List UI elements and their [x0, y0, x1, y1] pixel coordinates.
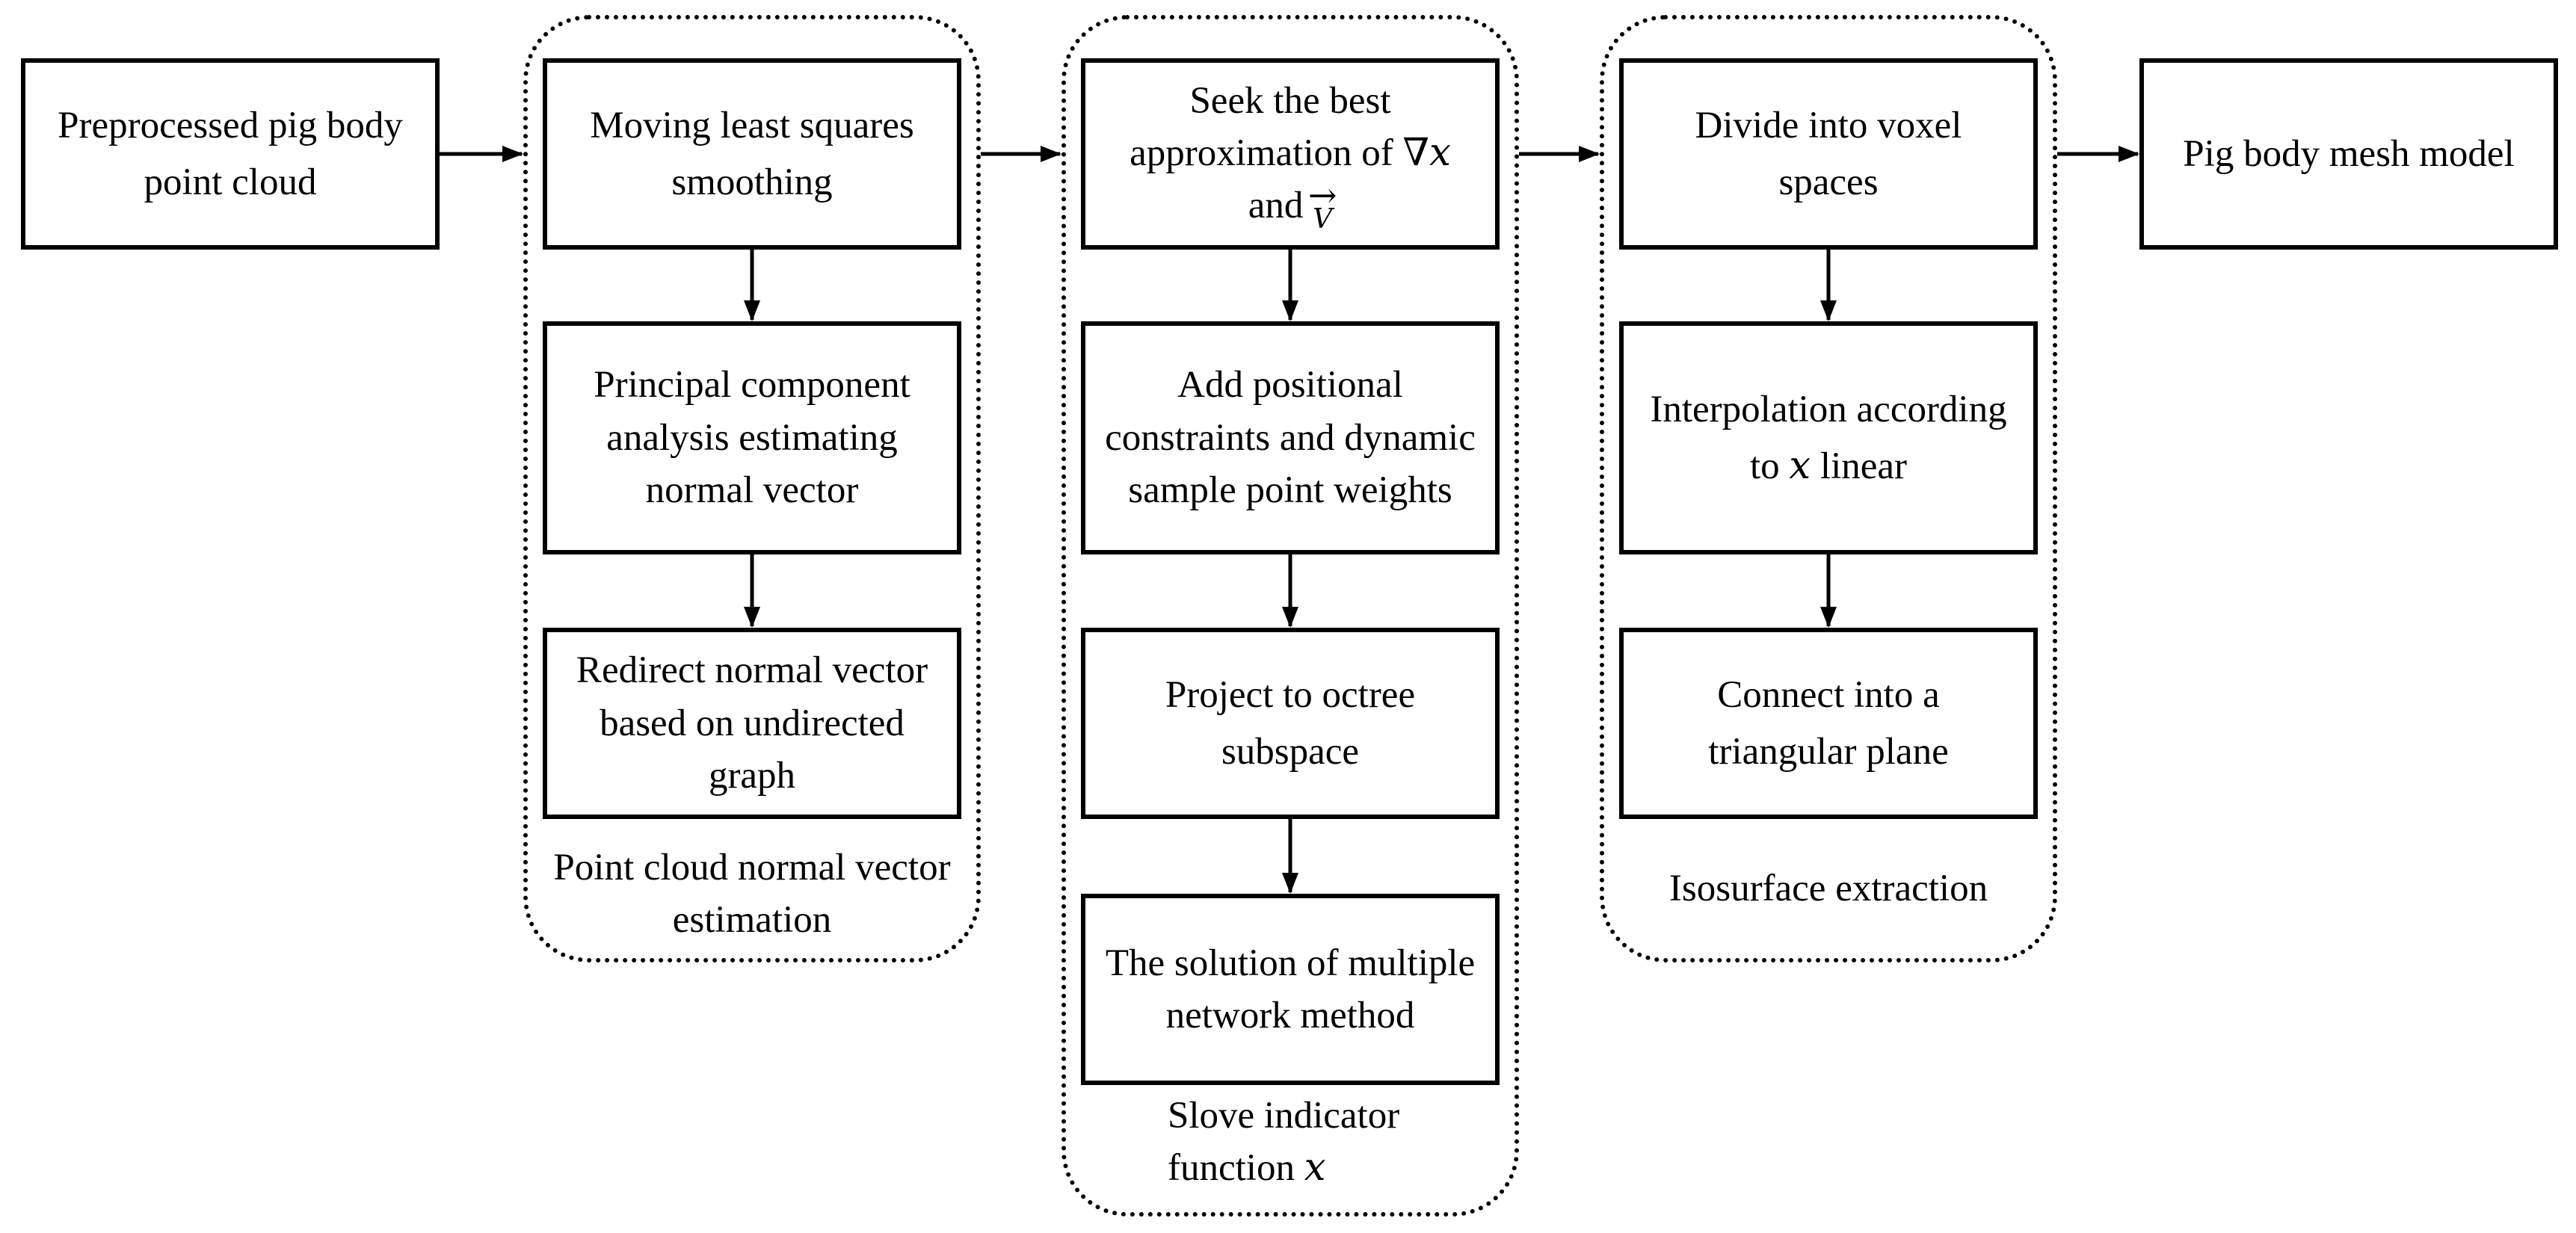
vector-v-symbol: →V	[1307, 175, 1337, 235]
node-redirect-normal-vector-label: Redirect normal vector based on undirect…	[576, 649, 928, 797]
node-output-mesh-model: Pig body mesh model	[2139, 58, 2558, 250]
group-indicator-function-label: Slove indicator function x	[1168, 1095, 1400, 1190]
node-input-point-cloud: Preprocessed pig body point cloud	[21, 58, 440, 250]
node-multigrid-solution-label: The solution of multiple network method	[1105, 942, 1476, 1036]
node-octree-projection-label: Project to octree subspace	[1165, 673, 1416, 773]
gradient-x-symbol: ∇x	[1402, 131, 1451, 175]
group-normal-estimation-label: Point cloud normal vector estimation	[553, 847, 951, 941]
group-indicator-function-frame	[1061, 15, 1519, 1217]
node-octree-projection: Project to octree subspace	[1081, 628, 1500, 819]
node-output-mesh-model-label: Pig body mesh model	[2183, 132, 2515, 175]
group-isosurface-label: Isosurface extraction	[1668, 868, 1988, 909]
node-moving-least-squares: Moving least squares smoothing	[543, 58, 961, 250]
vector-arrow-icon: →	[1307, 175, 1337, 216]
node-positional-constraints-label: Add positional constraints and dynamic s…	[1105, 364, 1476, 512]
node-positional-constraints: Add positional constraints and dynamic s…	[1081, 321, 1500, 554]
node-principal-component-analysis-label: Principal component analysis estimating …	[594, 364, 910, 512]
node-multigrid-solution: The solution of multiple network method	[1081, 894, 1500, 1085]
node-best-approximation-label: Seek the best approximation of ∇x and →V	[1130, 79, 1451, 235]
node-redirect-normal-vector: Redirect normal vector based on undirect…	[543, 628, 961, 819]
interp-var-symbol: x	[1789, 444, 1811, 488]
node-triangular-plane: Connect into a triangular plane	[1619, 628, 2038, 819]
node-linear-interpolation: Interpolation according to x linear	[1619, 321, 2038, 554]
node-principal-component-analysis: Principal component analysis estimating …	[543, 321, 961, 554]
node-best-approximation: Seek the best approximation of ∇x and →V	[1081, 58, 1500, 250]
node-moving-least-squares-label: Moving least squares smoothing	[590, 104, 914, 204]
node-voxel-division-label: Divide into voxel spaces	[1695, 104, 1962, 204]
group-isosurface-frame	[1600, 15, 2057, 962]
indicator-var-symbol: x	[1304, 1146, 1326, 1190]
node-triangular-plane-label: Connect into a triangular plane	[1708, 673, 1949, 773]
group-normal-estimation-frame	[523, 15, 981, 962]
node-linear-interpolation-label: Interpolation according to x linear	[1650, 388, 2007, 489]
node-voxel-division: Divide into voxel spaces	[1619, 58, 2038, 250]
node-input-point-cloud-label: Preprocessed pig body point cloud	[58, 104, 403, 204]
